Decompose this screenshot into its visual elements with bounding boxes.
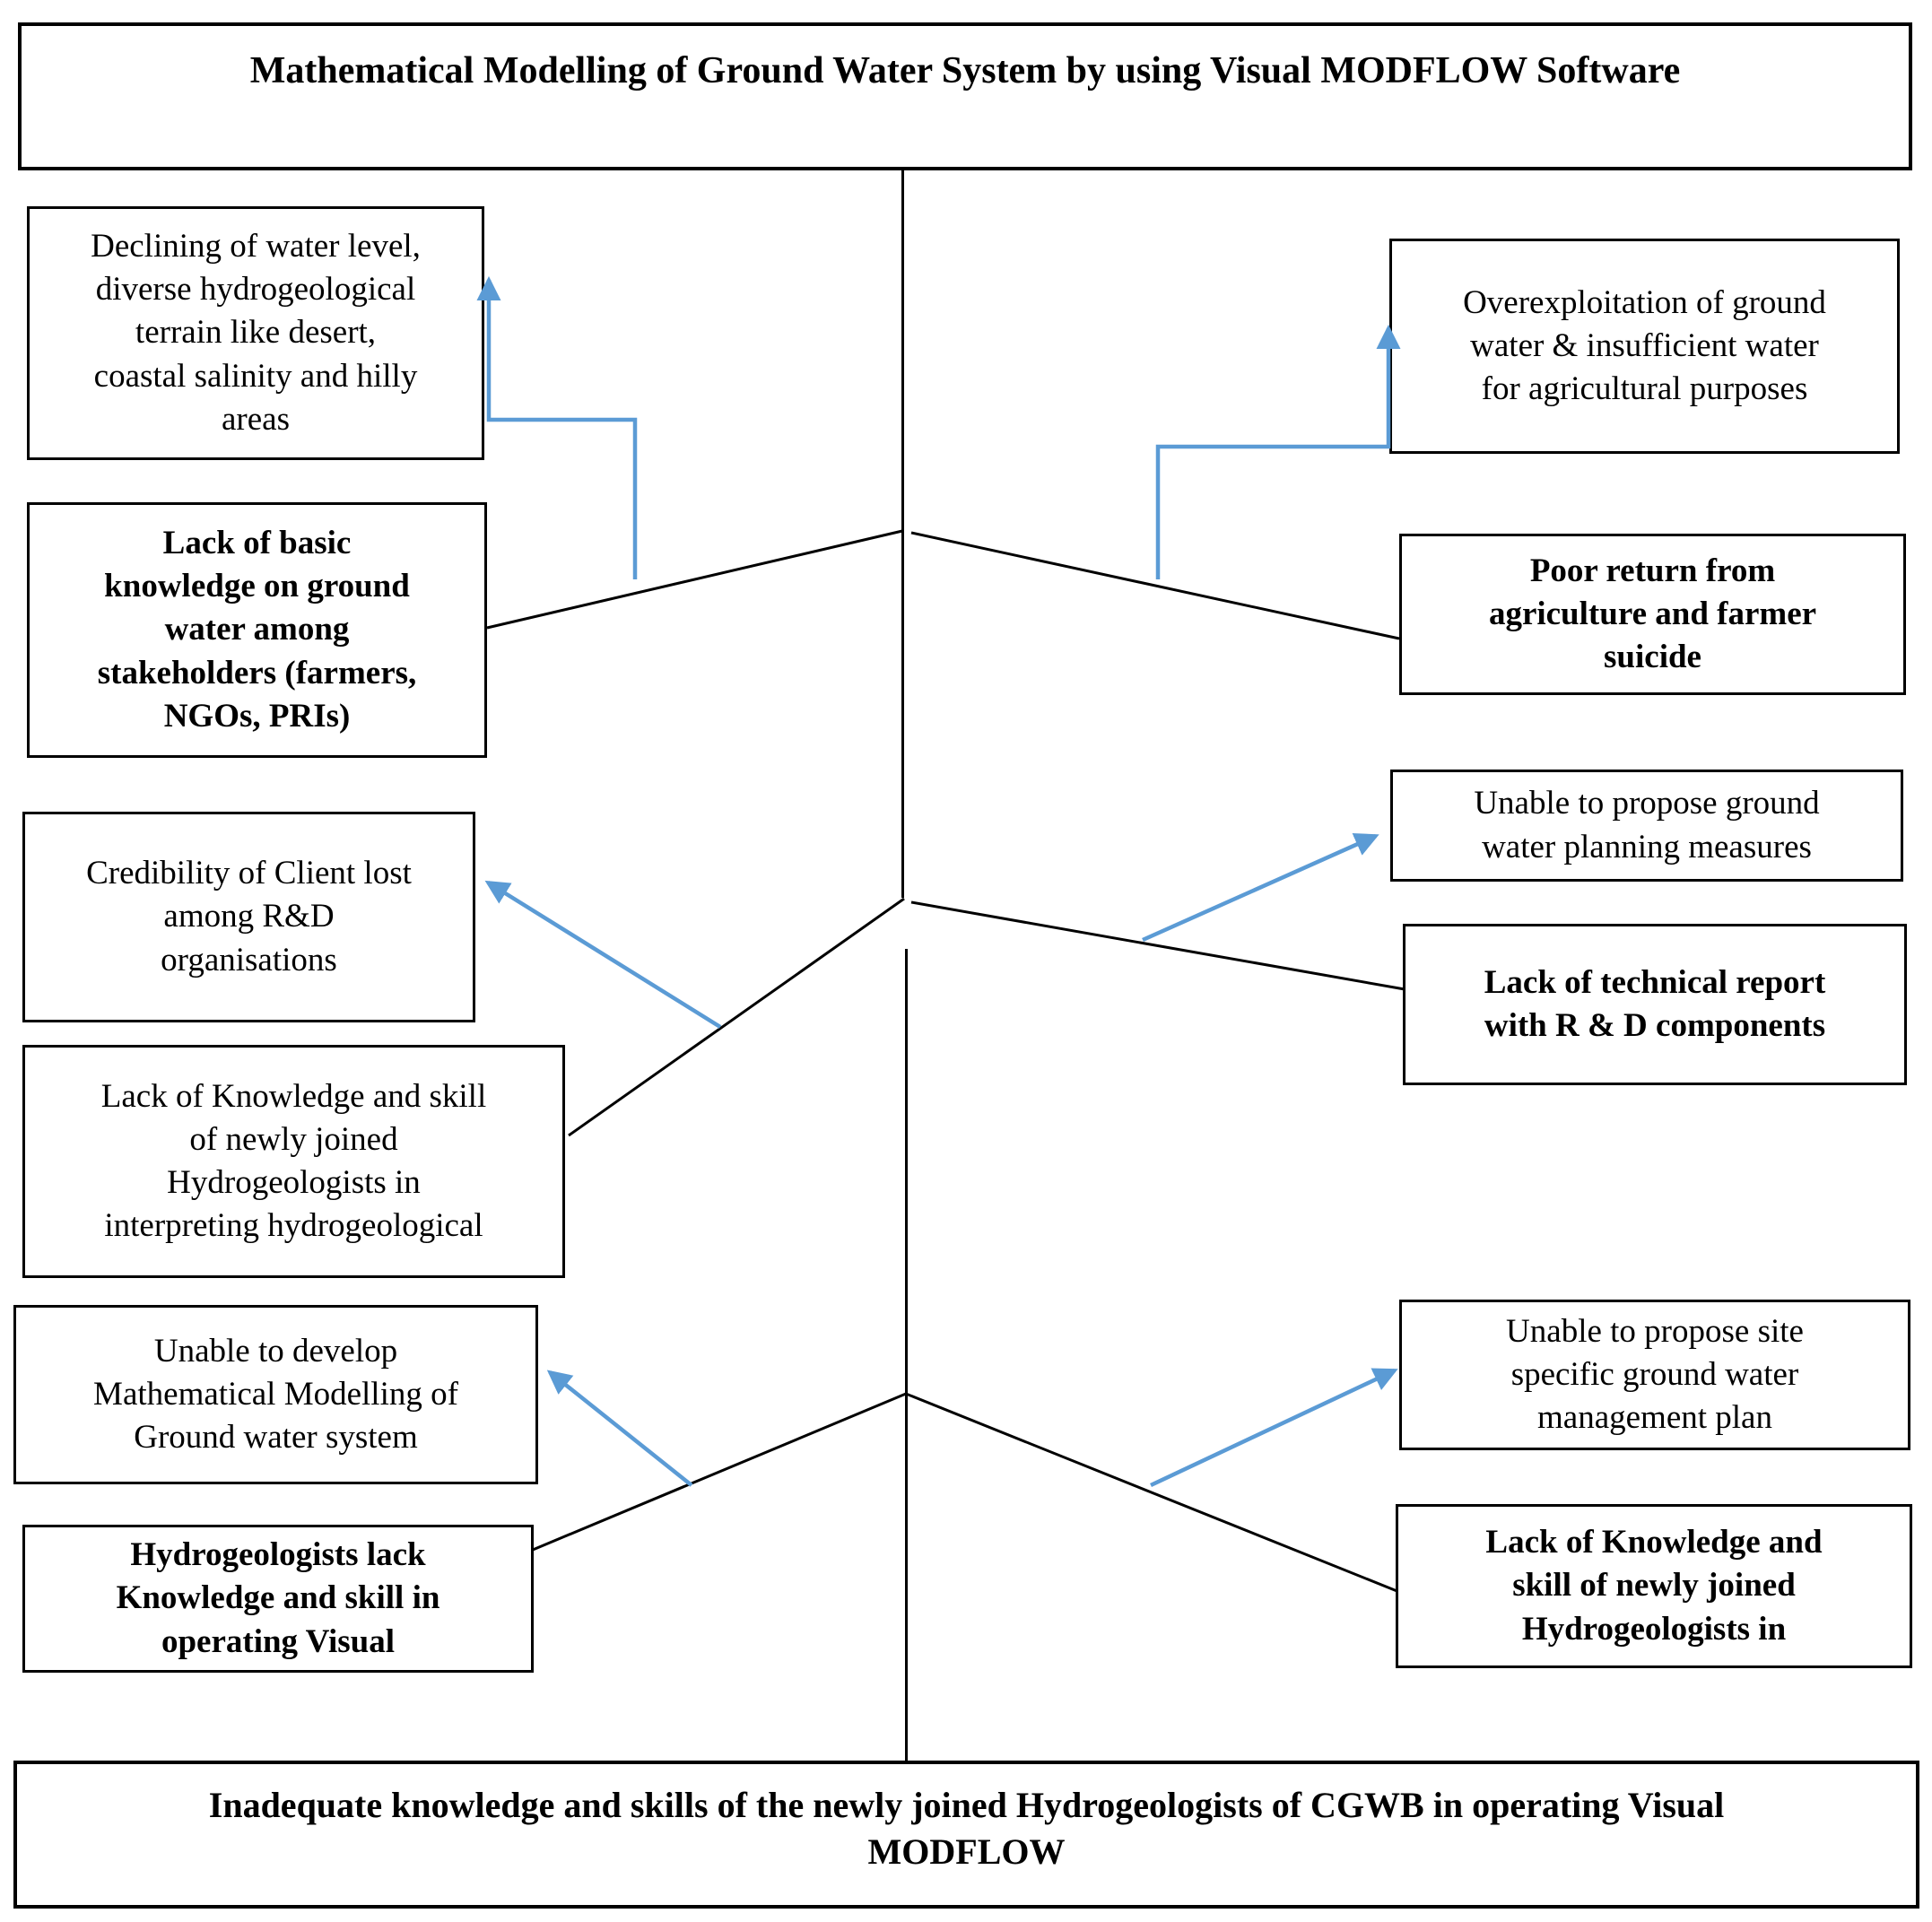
box-lack-basic-knowledge: Lack of basic knowledge on ground water … [27,502,487,758]
box-lack-technical-report: Lack of technical report with R & D comp… [1403,924,1907,1085]
tier1-right-diagonal-line [910,531,1400,640]
box-hydrogeologists-lack-operating: Hydrogeologists lack Knowledge and skill… [22,1525,534,1673]
title-box: Mathematical Modelling of Ground Water S… [18,22,1912,170]
box-lack-knowledge-newly-joined-text: Lack of Knowledge and skill of newly joi… [1485,1524,1823,1648]
box-unable-site-specific-plan-text: Unable to propose site specific ground w… [1506,1312,1804,1437]
box-overexploitation: Overexploitation of ground water & insuf… [1389,239,1900,454]
title-text: Mathematical Modelling of Ground Water S… [249,50,1681,92]
box-unable-develop-modelling-text: Unable to develop Mathematical Modelling… [93,1332,458,1457]
box-poor-return: Poor return from agriculture and farmer … [1399,534,1906,695]
bottom-core-problem-text: Inadequate knowledge and skills of the n… [208,1784,1725,1872]
box-hydrogeologists-lack-operating-text: Hydrogeologists lack Knowledge and skill… [116,1536,440,1660]
tier2-right-diagonal-line [910,900,1405,991]
tier2-left-diagonal-line [568,897,905,1137]
tier3-left-diagonal-line [532,1392,907,1552]
box-credibility-lost: Credibility of Client lost among R&D org… [22,812,475,1022]
box-unable-propose-planning: Unable to propose ground water planning … [1390,770,1903,882]
box-unable-site-specific-plan: Unable to propose site specific ground w… [1399,1300,1910,1450]
box-lack-basic-knowledge-text: Lack of basic knowledge on ground water … [97,525,417,735]
tier3-right-diagonal-line [905,1392,1400,1594]
box-lack-skill-interpreting-text: Lack of Knowledge and skill of newly joi… [100,1077,487,1245]
tier1-left-diagonal-line [486,529,903,630]
bottom-core-problem-box: Inadequate knowledge and skills of the n… [13,1761,1919,1909]
box-declining-water-level: Declining of water level, diverse hydrog… [27,206,484,460]
box-poor-return-text: Poor return from agriculture and farmer … [1488,552,1817,676]
box-overexploitation-text: Overexploitation of ground water & insuf… [1463,283,1826,408]
box-unable-develop-modelling: Unable to develop Mathematical Modelling… [13,1305,538,1484]
box-credibility-lost-text: Credibility of Client lost among R&D org… [86,855,412,978]
box-declining-water-level-text: Declining of water level, diverse hydrog… [91,228,421,438]
box-lack-skill-interpreting: Lack of Knowledge and skill of newly joi… [22,1045,565,1278]
box-unable-propose-planning-text: Unable to propose ground water planning … [1474,785,1820,865]
box-lack-technical-report-text: Lack of technical report with R & D comp… [1484,963,1826,1044]
box-lack-knowledge-newly-joined: Lack of Knowledge and skill of newly joi… [1396,1504,1912,1668]
